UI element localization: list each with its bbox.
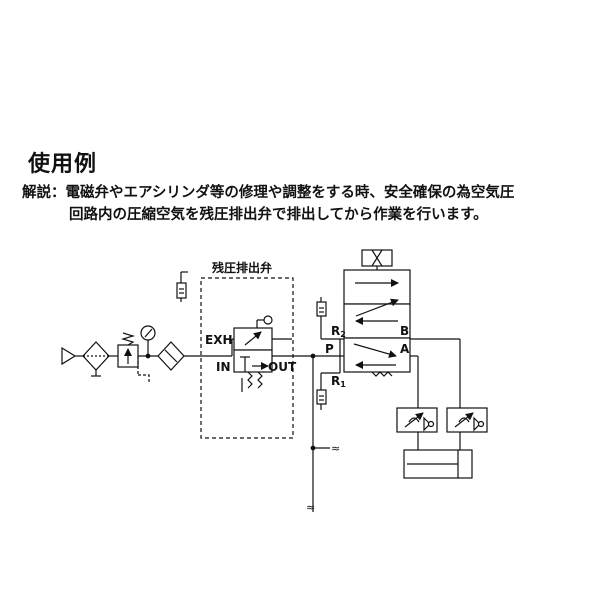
label-b: B — [400, 324, 409, 338]
speed-controller-left — [396, 407, 438, 458]
air-source-symbol — [61, 346, 83, 366]
branch-junction — [310, 353, 316, 359]
description-line-2: 回路内の圧縮空気を残圧排出弁で排出してから作業を行います。 — [69, 207, 488, 223]
description-line-1: 解説：電磁弁やエアシリンダ等の修理や調整をする時、安全確保の為空気圧 — [22, 185, 515, 201]
label-in: IN — [216, 360, 231, 374]
residual-valve-boundary — [200, 277, 294, 439]
label-a: A — [400, 342, 410, 356]
regulator-symbol — [117, 332, 158, 382]
residual-exhaust-valve-symbol — [231, 315, 292, 392]
speed-controller-right — [446, 407, 488, 450]
leak-mark-upper: ≈ — [331, 442, 340, 455]
label-out: OUT — [268, 360, 297, 374]
label-r1: R1 — [331, 374, 346, 389]
leak-mark-lower: ≈ — [306, 501, 315, 514]
exhaust-silencer-r1-icon — [316, 356, 341, 410]
exhaust-silencer-icon — [176, 271, 188, 302]
solenoid-valve-symbol — [339, 249, 411, 377]
label-r2: R2 — [331, 324, 346, 339]
label-p: P — [325, 342, 334, 356]
heading-title: 使用例 — [28, 152, 98, 177]
air-cylinder-symbol — [403, 449, 473, 479]
residual-valve-title: 残圧排出弁 — [212, 260, 272, 275]
label-exh: EXH — [205, 333, 233, 347]
exhaust-silencer-r2-icon — [316, 297, 340, 340]
filter-symbol — [82, 341, 118, 377]
pressure-gauge-icon — [140, 325, 156, 359]
lubricator-symbol — [157, 341, 232, 371]
